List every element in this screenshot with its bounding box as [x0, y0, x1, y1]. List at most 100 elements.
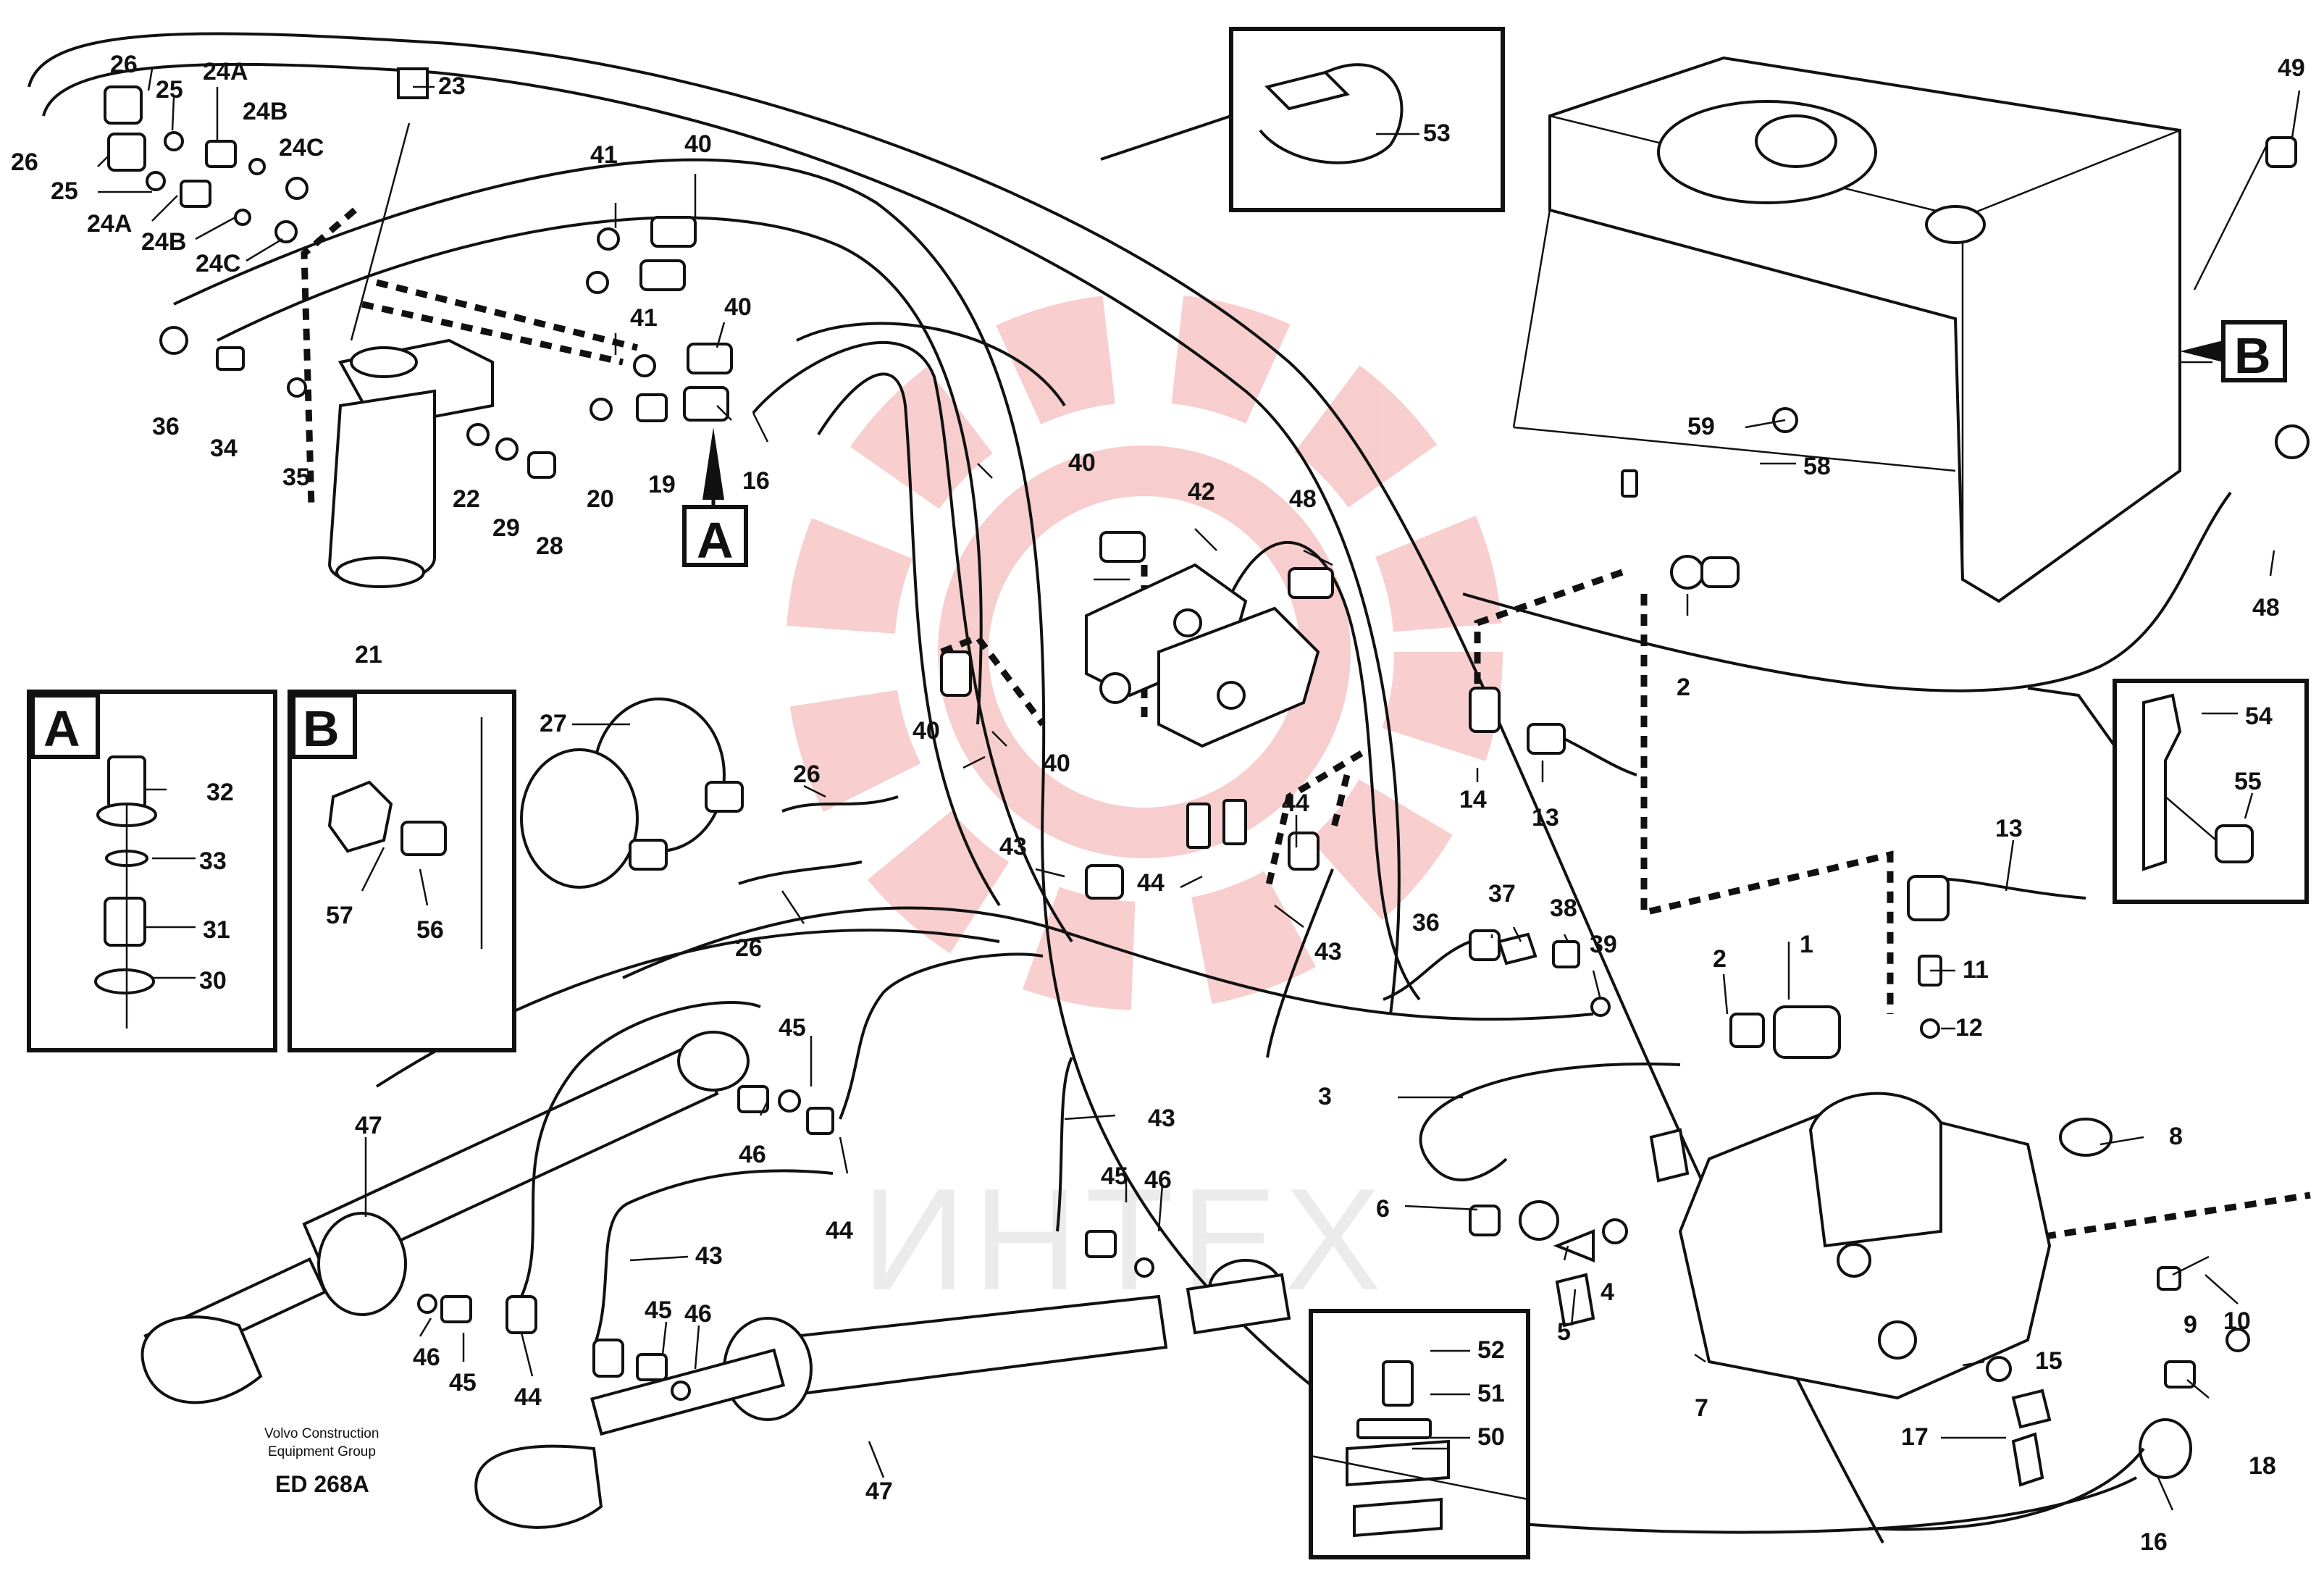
callout-33: 33 [199, 847, 227, 875]
callout-16: 16 [742, 467, 770, 495]
callout-44: 44 [1137, 869, 1165, 897]
callout-44: 44 [514, 1383, 542, 1411]
mid-right-fittings [1383, 555, 2086, 1059]
callout-46: 46 [684, 1300, 712, 1328]
left-fittings [104, 85, 556, 479]
callout-46: 46 [413, 1344, 440, 1371]
hose-routes [28, 32, 2232, 1544]
callout-40: 40 [724, 293, 752, 321]
callout-41: 41 [630, 304, 658, 332]
callout-58: 58 [1803, 453, 1831, 480]
callout-28: 28 [536, 532, 563, 560]
valve-block [940, 531, 1334, 900]
callout-43: 43 [1314, 938, 1342, 966]
lower-fittings [417, 868, 1334, 1401]
callout-26: 26 [793, 761, 821, 788]
callout-24b: 24B [243, 98, 288, 125]
callout-24a: 24A [203, 58, 248, 85]
callout-24b: 24B [141, 228, 186, 256]
callout-36: 36 [152, 413, 180, 440]
callout-32: 32 [206, 779, 234, 806]
callout-44: 44 [826, 1217, 853, 1244]
callout-45: 45 [645, 1297, 672, 1324]
callout-55: 55 [2234, 768, 2262, 795]
callout-56: 56 [416, 916, 444, 944]
callout-54: 54 [2245, 703, 2273, 730]
filter-assembly [327, 67, 494, 588]
callout-26: 26 [11, 148, 38, 176]
detail-view-b: B [288, 690, 516, 1052]
callout-14: 14 [1459, 786, 1487, 813]
callout-24c: 24C [279, 134, 324, 162]
callout-1: 1 [1800, 931, 1813, 958]
callout-40: 40 [913, 717, 940, 745]
detail-view-bracket [2113, 679, 2309, 904]
callout-47: 47 [865, 1478, 893, 1505]
callout-59: 59 [1687, 413, 1715, 440]
callout-22: 22 [453, 485, 480, 513]
callout-26: 26 [110, 51, 138, 78]
callout-47: 47 [355, 1112, 382, 1139]
view-markers: A B [682, 320, 2287, 747]
callout-5: 5 [1557, 1318, 1571, 1346]
leader-lines [97, 68, 2301, 1511]
credit-line-2: Equipment Group [268, 1444, 376, 1459]
callout-9: 9 [2184, 1311, 2197, 1339]
callout-35: 35 [282, 464, 310, 491]
callout-3: 3 [1318, 1083, 1332, 1110]
callout-4: 4 [1601, 1278, 1614, 1306]
callout-17: 17 [1901, 1423, 1929, 1451]
callout-42: 42 [1188, 478, 1215, 506]
callout-26: 26 [735, 934, 763, 962]
callout-40: 40 [1043, 750, 1070, 777]
callout-10: 10 [2223, 1307, 2251, 1335]
watermark-text: ИНТЕХ [862, 1159, 1388, 1320]
detail-view-clip [1100, 27, 1505, 212]
callout-44: 44 [1282, 790, 1309, 817]
callout-46: 46 [739, 1141, 766, 1168]
callout-24a: 24A [87, 210, 132, 238]
main-unit [1419, 1062, 2250, 1531]
callout-29: 29 [492, 514, 520, 542]
callout-50: 50 [1477, 1423, 1505, 1451]
detail-view-clamp [1309, 1309, 1530, 1559]
hydraulic-tank [1512, 56, 2310, 603]
callout-41: 41 [590, 141, 618, 169]
callout-48: 48 [1289, 485, 1317, 513]
callout-43: 43 [1148, 1105, 1175, 1132]
callout-36: 36 [1412, 909, 1440, 937]
callout-48: 48 [2252, 594, 2280, 621]
callout-39: 39 [1590, 931, 1617, 958]
callout-20: 20 [587, 485, 614, 513]
callout-45: 45 [779, 1014, 806, 1042]
callout-40: 40 [1068, 449, 1096, 477]
callout-7: 7 [1695, 1394, 1708, 1422]
callout-46: 46 [1144, 1166, 1172, 1194]
callout-53: 53 [1423, 120, 1451, 147]
callout-27: 27 [540, 710, 567, 737]
callout-37: 37 [1488, 880, 1516, 908]
callout-21: 21 [355, 641, 382, 669]
watermark: ИНТЕХ [786, 293, 1503, 1320]
callout-34: 34 [210, 435, 238, 462]
view-marker-a: A [697, 512, 734, 569]
callout-40: 40 [684, 130, 712, 158]
callout-57: 57 [326, 902, 353, 929]
callout-25: 25 [156, 76, 183, 104]
callout-13: 13 [1532, 804, 1559, 832]
callout-6: 6 [1376, 1195, 1390, 1223]
callout-13: 13 [1995, 815, 2023, 842]
credit-block: Volvo Construction Equipment Group ED 26… [264, 1426, 379, 1497]
detail-view-a: A [27, 690, 277, 1052]
callout-38: 38 [1550, 895, 1577, 922]
detail-a-label: A [43, 700, 80, 757]
callout-2: 2 [1713, 945, 1727, 973]
credit-line-1: Volvo Construction [264, 1426, 379, 1441]
accumulators [520, 698, 899, 889]
callout-8: 8 [2169, 1123, 2183, 1150]
callout-15: 15 [2035, 1347, 2063, 1375]
callout-11: 11 [1963, 956, 1989, 984]
callout-52: 52 [1477, 1336, 1505, 1364]
callout-16: 16 [2140, 1528, 2168, 1556]
